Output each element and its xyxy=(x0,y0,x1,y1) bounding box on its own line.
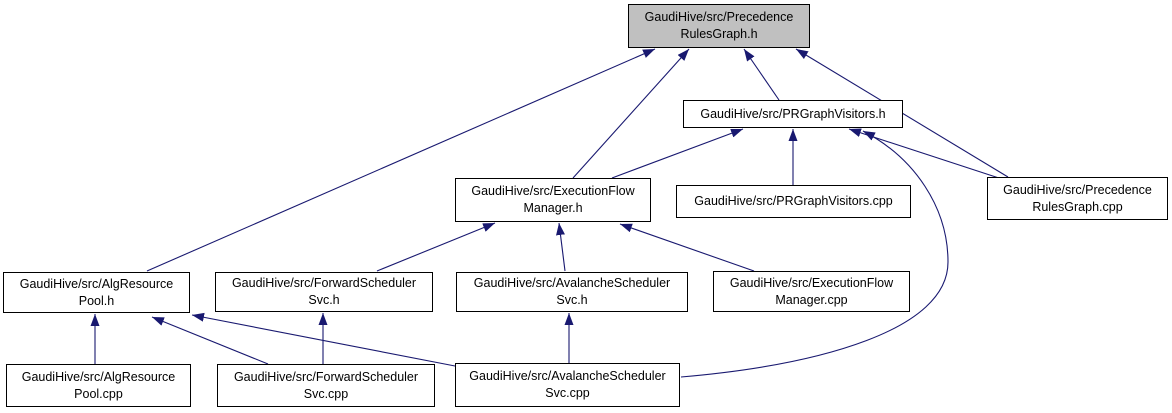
node-execution-flow-manager-h[interactable]: GaudiHive/src/ExecutionFlow Manager.h xyxy=(455,178,651,222)
edge-efm_cpp-to-efm_h xyxy=(619,223,755,272)
node-forward-scheduler-svc-cpp[interactable]: GaudiHive/src/ForwardScheduler Svc.cpp xyxy=(217,364,435,407)
node-alg-resource-pool-h[interactable]: GaudiHive/src/AlgResource Pool.h xyxy=(3,272,190,313)
node-execution-flow-manager-cpp[interactable]: GaudiHive/src/ExecutionFlow Manager.cpp xyxy=(713,271,910,312)
node-precedence-rules-graph-h: GaudiHive/src/Precedence RulesGraph.h xyxy=(628,4,810,48)
edge-fss_h-to-efm_h xyxy=(376,222,496,272)
node-avalanche-scheduler-svc-h[interactable]: GaudiHive/src/AvalancheScheduler Svc.h xyxy=(456,272,688,312)
edge-ass_h-to-efm_h xyxy=(556,222,566,272)
node-precedence-rules-graph-cpp[interactable]: GaudiHive/src/Precedence RulesGraph.cpp xyxy=(987,177,1168,220)
edge-arp_h-to-prg_h xyxy=(146,48,656,272)
edge-fss_cpp-to-arp_h xyxy=(151,316,269,365)
node-pr-graph-visitors-cpp[interactable]: GaudiHive/src/PRGraphVisitors.cpp xyxy=(676,185,911,218)
node-pr-graph-visitors-h[interactable]: GaudiHive/src/PRGraphVisitors.h xyxy=(683,100,903,128)
edge-ass_cpp-to-prv_h xyxy=(680,130,949,378)
edge-efm_h-to-prg_h xyxy=(572,48,690,179)
node-alg-resource-pool-cpp[interactable]: GaudiHive/src/AlgResource Pool.cpp xyxy=(6,364,191,407)
node-forward-scheduler-svc-h[interactable]: GaudiHive/src/ForwardScheduler Svc.h xyxy=(215,272,433,312)
edge-efm_h-to-prv_h xyxy=(611,128,744,179)
edge-prv_h-to-prg_h xyxy=(743,48,780,101)
node-avalanche-scheduler-svc-cpp[interactable]: GaudiHive/src/AvalancheScheduler Svc.cpp xyxy=(455,363,680,407)
